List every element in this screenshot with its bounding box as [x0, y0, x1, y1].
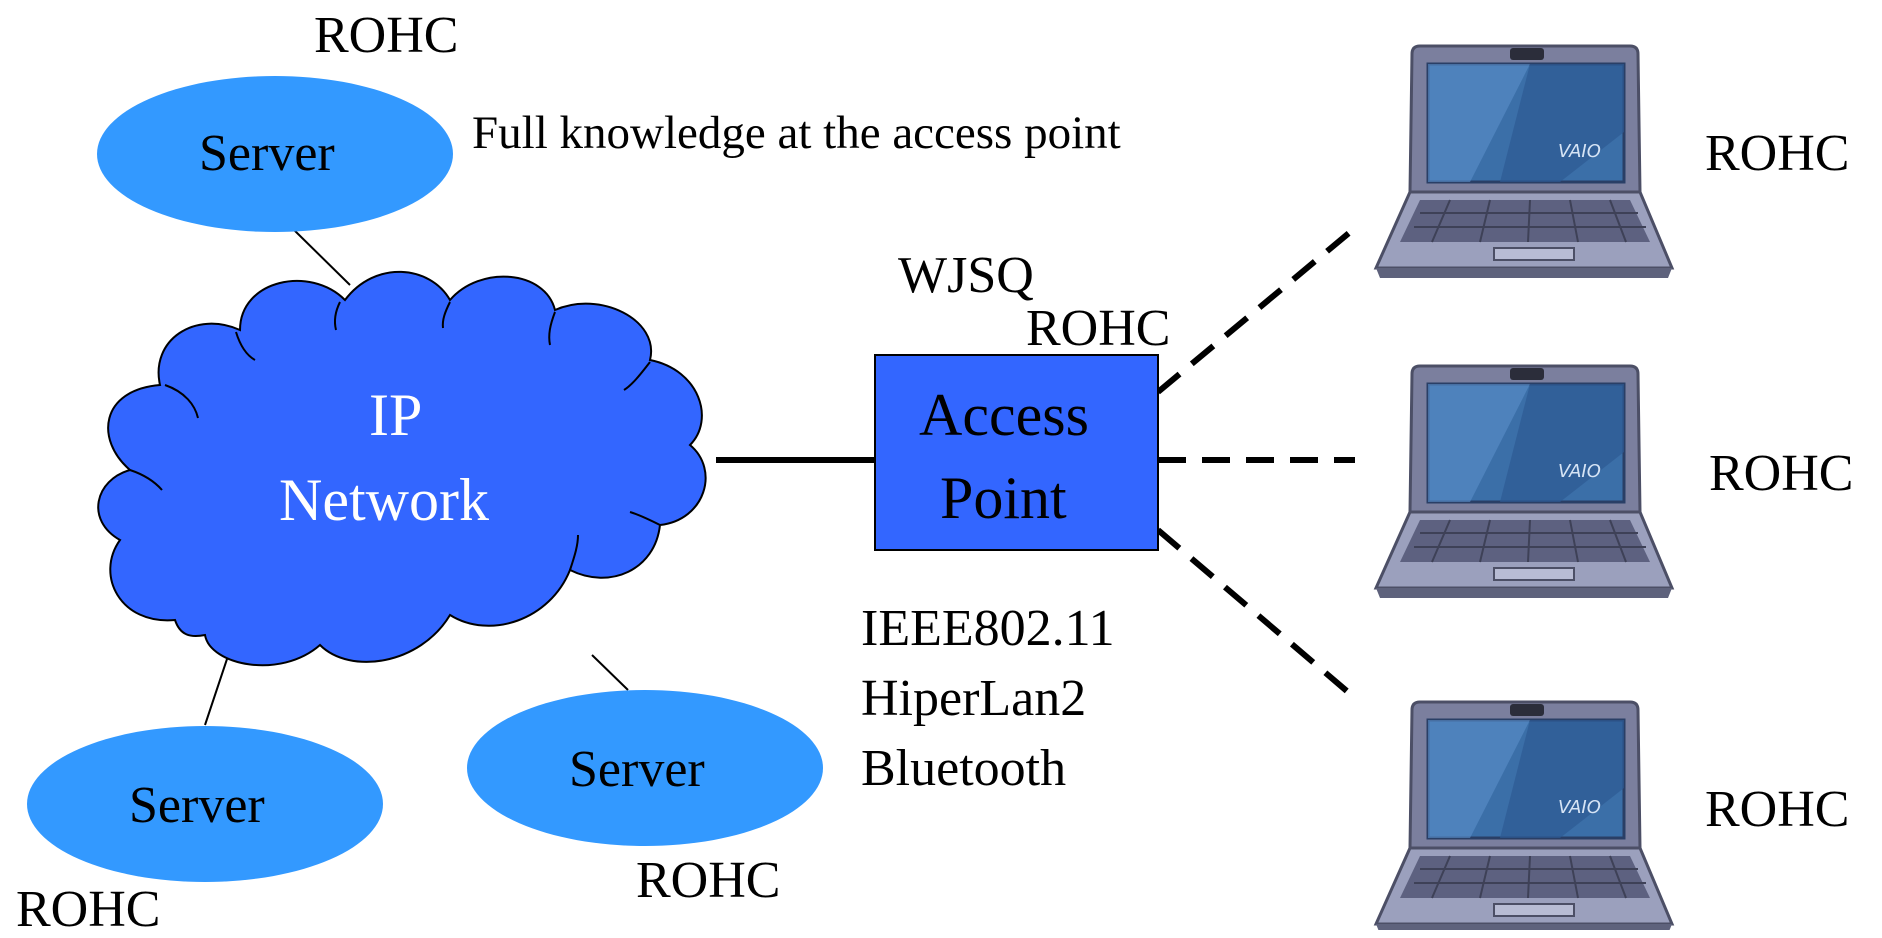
server-bottom-left-label: Server	[129, 777, 265, 834]
protocol-bluetooth: Bluetooth	[861, 740, 1067, 797]
laptop-top-rohc: ROHC	[1705, 125, 1850, 182]
protocol-ieee80211: IEEE802.11	[861, 600, 1115, 657]
wireless-link-top	[1156, 225, 1357, 395]
server-top-link	[291, 227, 351, 286]
access-point-label-line1: Access	[919, 382, 1089, 448]
laptop-middle-rohc: ROHC	[1709, 445, 1854, 502]
laptop-middle-brand: VAIO	[1558, 461, 1601, 482]
laptop-bottom-rohc: ROHC	[1705, 781, 1850, 838]
access-point-note: Full knowledge at the access point	[472, 107, 1121, 159]
server-bottom-right-label: Server	[569, 741, 705, 798]
access-point-box	[874, 354, 1159, 551]
laptop-top	[1374, 44, 1674, 280]
wireless-link-bottom	[1156, 527, 1357, 701]
protocol-hiperlan2: HiperLan2	[861, 670, 1087, 727]
server-bottom-left-rohc: ROHC	[16, 881, 161, 938]
server-top	[97, 76, 453, 232]
ip-network-cloud	[97, 270, 707, 667]
access-point-label-line2: Point	[940, 465, 1067, 531]
access-point-rohc: ROHC	[1026, 300, 1171, 357]
laptop-middle	[1374, 364, 1674, 600]
laptop-bottom-brand: VAIO	[1558, 797, 1601, 818]
server-top-rohc: ROHC	[314, 7, 459, 64]
server-bottom-right	[467, 690, 823, 846]
cloud-label-line1: IP	[369, 382, 423, 448]
laptop-top-brand: VAIO	[1558, 141, 1601, 162]
laptop-bottom	[1374, 700, 1674, 930]
cloud-label-line2: Network	[279, 467, 489, 533]
access-point-wjsq: WJSQ	[898, 247, 1034, 304]
server-bottom-left	[27, 726, 383, 882]
server-bottom-right-link	[591, 654, 629, 691]
server-top-label: Server	[199, 125, 335, 182]
server-bottom-right-rohc: ROHC	[636, 852, 781, 909]
